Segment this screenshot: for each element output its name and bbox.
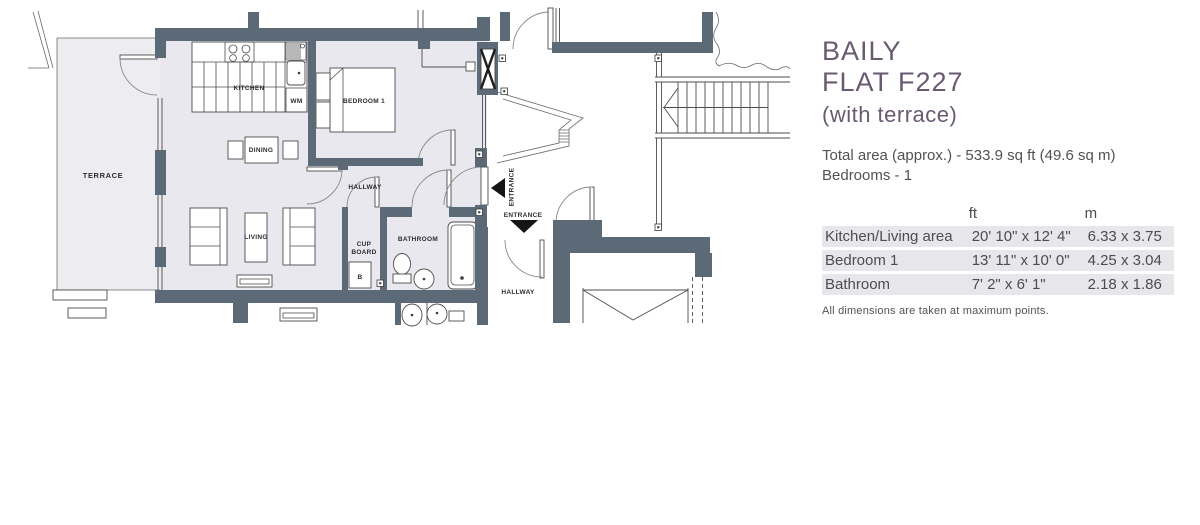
break-line [713,11,791,71]
stair-direction-arrow [663,87,679,128]
dimensions-table: ft m Kitchen/Living area 20' 10" x 12' 4… [822,202,1174,298]
doors [306,7,595,279]
walls [155,10,713,325]
label-boiler: B [358,274,363,281]
hob [224,41,255,63]
void-detail [496,91,584,164]
wardrobe [315,101,331,129]
label-wm: WM [290,98,302,105]
dining-set [227,136,299,164]
terrace-floor [57,38,160,290]
bed [329,67,396,133]
dimensions-header-row: ft m [822,205,1174,223]
boiler-box [348,261,372,289]
coffee-table [244,212,268,263]
washing-machine [285,87,308,113]
table-row: Bathroom 7' 2" x 6' 1" 2.18 x 1.86 [822,274,1174,295]
label-hallway-communal: HALLWAY [501,289,535,296]
wardrobe [315,72,331,101]
floorplan-drawing: TERRACE KITCHEN WM BEDROOM 1 DINING HALL… [28,7,791,327]
col-header-m: m [1084,205,1098,222]
extract-duct-cross [479,48,497,90]
label-bathroom: BATHROOM [398,236,438,243]
label-bedroom1: BEDROOM 1 [343,98,385,105]
entrance-arrow-left [491,178,505,198]
label-living: LIVING [244,234,267,241]
svg-text:BOARD: BOARD [351,249,376,256]
tv-unit [236,274,273,288]
sink [285,41,307,86]
entrance-arrow-down [510,220,538,233]
label-cupboard: CUP [357,241,372,248]
label-terrace: TERRACE [83,171,123,180]
table-row: Kitchen/Living area 20' 10" x 12' 4" 6.3… [822,226,1174,247]
bathroom-fixtures [392,221,478,290]
living-furniture [189,207,316,288]
label-kitchen: KITCHEN [234,85,265,92]
label-dining: DINING [249,147,274,154]
toilet [393,253,411,275]
dimensions-footnote: All dimensions are taken at maximum poin… [822,305,1049,317]
lift-cross [582,289,689,321]
flat-subtitle: (with terrace) [822,102,958,127]
info-panel: BAILY FLAT F227 (with terrace) Total are… [822,36,1174,317]
label-entrance-main: ENTRANCE [504,212,543,219]
terrace-door-leaf [119,54,158,60]
adjacent-flat-fragments [279,303,465,327]
table-row: Bedroom 1 13' 11" x 10' 0" 4.25 x 3.04 [822,250,1174,271]
label-entrance-side: ENTRANCE [509,167,516,206]
kitchen-units [191,41,308,113]
bedroom-furniture [315,49,476,133]
flat-entrance-door-leaf [480,166,489,206]
flat-number: FLAT F227 [822,67,964,97]
bedrooms-count: Bedrooms - 1 [822,167,913,184]
label-hallway-flat: HALLWAY [348,184,382,191]
total-area: Total area (approx.) - 533.9 sq ft (49.6… [822,147,1116,164]
col-header-ft: ft [968,205,978,222]
lift [582,277,703,323]
staircase [655,53,790,228]
flat-name: BAILY [822,36,902,66]
